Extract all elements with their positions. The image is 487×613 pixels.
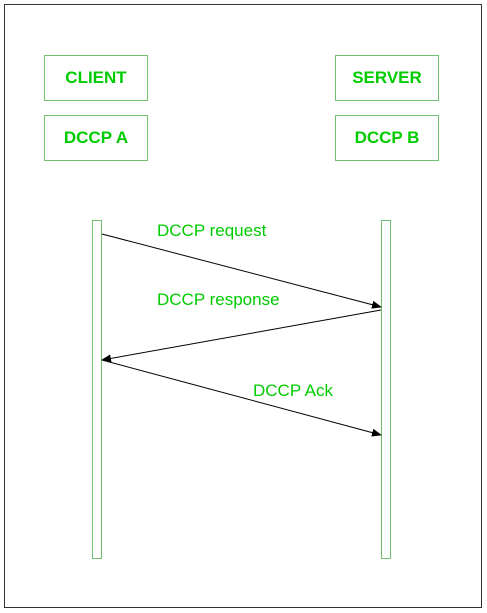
client-role-box: CLIENT	[44, 55, 148, 101]
ack-message-label: DCCP Ack	[253, 381, 333, 400]
client-endpoint-label: DCCP A	[63, 128, 129, 147]
response-arrow	[101, 309, 382, 363]
server-role-label: SERVER	[352, 68, 422, 87]
diagram-frame	[4, 4, 482, 608]
request-arrow	[101, 233, 382, 309]
server-endpoint-label: DCCP B	[354, 128, 420, 147]
client-role-label: CLIENT	[65, 68, 127, 87]
request-message-label: DCCP request	[157, 221, 267, 240]
ack-arrow	[101, 359, 382, 437]
response-message-label: DCCP response	[157, 290, 280, 309]
client-lifeline	[92, 220, 102, 559]
server-lifeline	[381, 220, 391, 559]
server-endpoint-box: DCCP B	[335, 115, 439, 161]
server-role-box: SERVER	[335, 55, 439, 101]
client-endpoint-box: DCCP A	[44, 115, 148, 161]
